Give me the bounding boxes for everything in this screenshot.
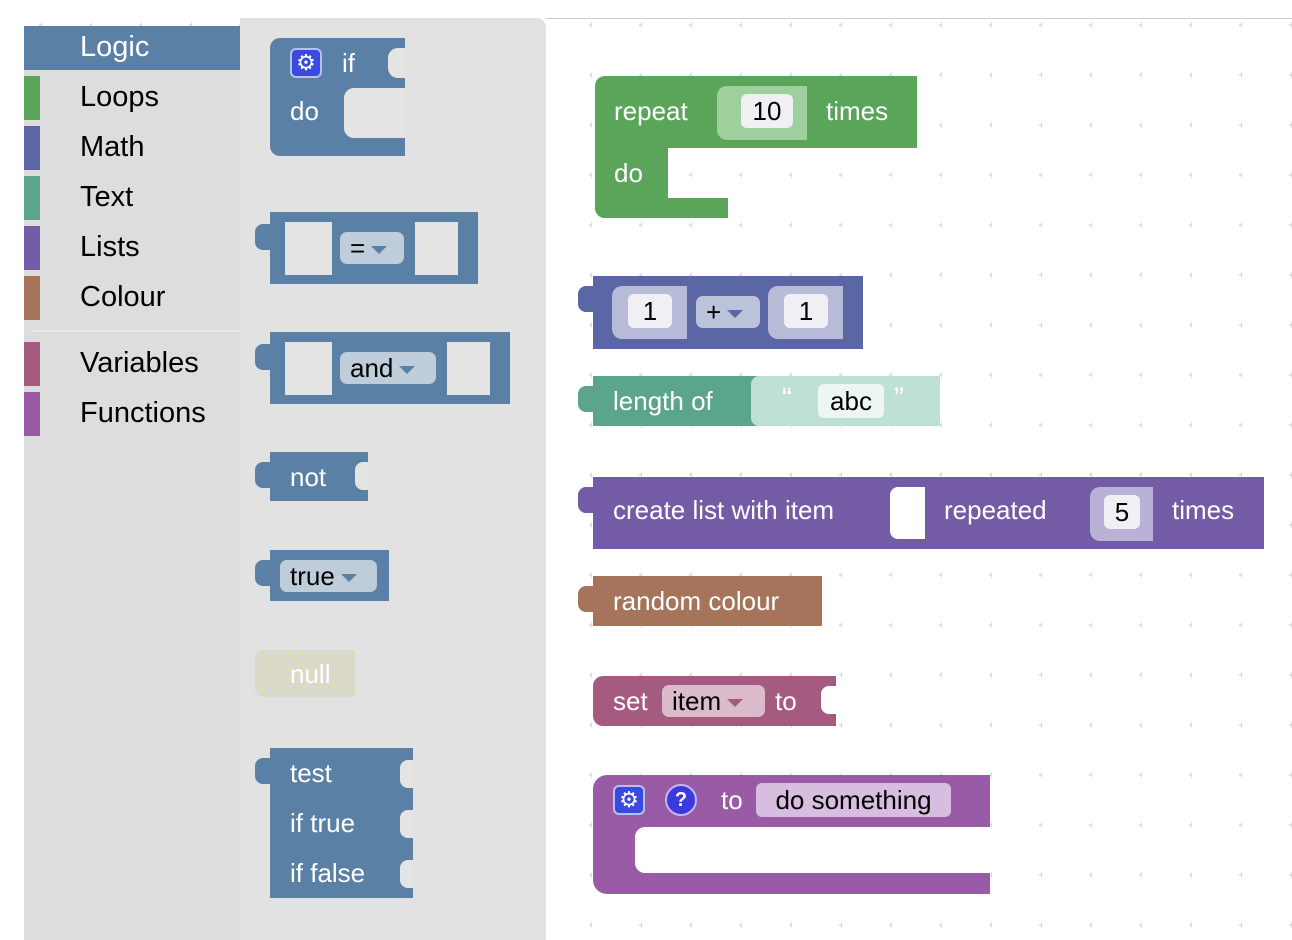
category-label: Math xyxy=(80,131,145,163)
category-color xyxy=(24,342,40,386)
if-true-label: if true xyxy=(290,808,356,838)
null-block[interactable]: null xyxy=(255,650,355,697)
category-color xyxy=(24,76,40,120)
category-label: Logic xyxy=(80,31,150,63)
help-icon[interactable]: ? xyxy=(665,784,697,816)
do-label: do xyxy=(614,158,643,188)
repeat-count-field[interactable]: 5 xyxy=(1104,495,1140,529)
category-label: Colour xyxy=(80,281,166,313)
null-label: null xyxy=(290,659,331,689)
toolbox-item-text[interactable]: Text xyxy=(24,176,240,220)
set-label: set xyxy=(613,686,648,716)
to-label: to xyxy=(775,686,797,716)
operator-dropdown[interactable]: = xyxy=(340,232,404,264)
if-block[interactable]: ⚙ if do xyxy=(270,38,405,160)
repeated-label: repeated xyxy=(944,495,1047,525)
close-quote-icon: ” xyxy=(894,382,904,415)
boolean-block[interactable]: true xyxy=(255,550,389,601)
toolbox-item-functions[interactable]: Functions xyxy=(24,392,240,436)
toolbox-separator xyxy=(32,330,240,332)
category-label: Loops xyxy=(80,81,160,113)
test-label: test xyxy=(290,758,332,788)
not-block[interactable]: not xyxy=(255,452,368,501)
category-color xyxy=(24,226,40,270)
toolbox-item-math[interactable]: Math xyxy=(24,126,240,170)
operator-dropdown[interactable]: and xyxy=(340,352,436,384)
boolean-dropdown[interactable]: true xyxy=(280,560,377,592)
category-label: Lists xyxy=(80,231,140,263)
number-b-field[interactable]: 1 xyxy=(784,294,828,328)
workspace-border xyxy=(546,18,1292,19)
open-quote-icon: “ xyxy=(782,382,792,415)
toolbox: Logic Loops Math Text Lists Colour Varia… xyxy=(24,26,240,940)
category-label: Text xyxy=(80,181,134,213)
category-color xyxy=(24,392,40,436)
category-color xyxy=(24,176,40,220)
do-label: do xyxy=(290,96,319,126)
text-field[interactable]: abc xyxy=(818,384,884,418)
times-label: times xyxy=(826,96,889,126)
toolbox-item-lists[interactable]: Lists xyxy=(24,226,240,270)
repeat-block[interactable]: 10 repeat times do xyxy=(595,76,917,221)
if-label: if xyxy=(342,48,355,78)
to-label: to xyxy=(721,785,743,815)
create-list-label: create list with item xyxy=(613,495,835,525)
procedure-definition-block[interactable]: ⚙ ? to do something xyxy=(593,775,990,894)
times-label: times xyxy=(1172,495,1235,525)
logic-operation-block[interactable]: and xyxy=(255,332,510,404)
repeat-label: repeat xyxy=(614,96,688,126)
random-colour-label: random colour xyxy=(613,586,780,616)
procedure-name-field[interactable]: do something xyxy=(756,783,951,817)
gear-icon[interactable]: ⚙ xyxy=(613,785,645,815)
length-of-label: length of xyxy=(613,386,713,416)
set-variable-block[interactable]: set item to xyxy=(593,676,836,734)
repeat-count-field[interactable]: 10 xyxy=(741,94,793,128)
toolbox-item-logic[interactable]: Logic xyxy=(24,26,240,70)
compare-block[interactable]: = xyxy=(255,212,478,284)
list-repeat-block[interactable]: create list with item repeated 5 times xyxy=(578,477,1264,549)
category-color xyxy=(24,276,40,320)
category-label: Variables xyxy=(80,347,199,379)
toolbox-item-loops[interactable]: Loops xyxy=(24,76,240,120)
category-label: Functions xyxy=(80,397,206,429)
operator-dropdown[interactable]: + xyxy=(696,296,760,328)
toolbox-item-variables[interactable]: Variables xyxy=(24,342,240,386)
random-colour-block[interactable]: random colour xyxy=(578,576,822,626)
text-length-block[interactable]: length of “ abc ” xyxy=(578,376,940,426)
if-false-label: if false xyxy=(290,858,366,888)
ternary-block[interactable]: test if true if false xyxy=(255,748,413,898)
category-color xyxy=(24,126,40,170)
toolbox-item-colour[interactable]: Colour xyxy=(24,276,240,320)
arithmetic-block[interactable]: 1 + 1 xyxy=(578,276,863,349)
not-label: not xyxy=(290,462,327,492)
variable-dropdown[interactable]: item xyxy=(662,685,765,717)
gear-icon[interactable]: ⚙ xyxy=(290,48,322,78)
number-a-field[interactable]: 1 xyxy=(628,294,672,328)
